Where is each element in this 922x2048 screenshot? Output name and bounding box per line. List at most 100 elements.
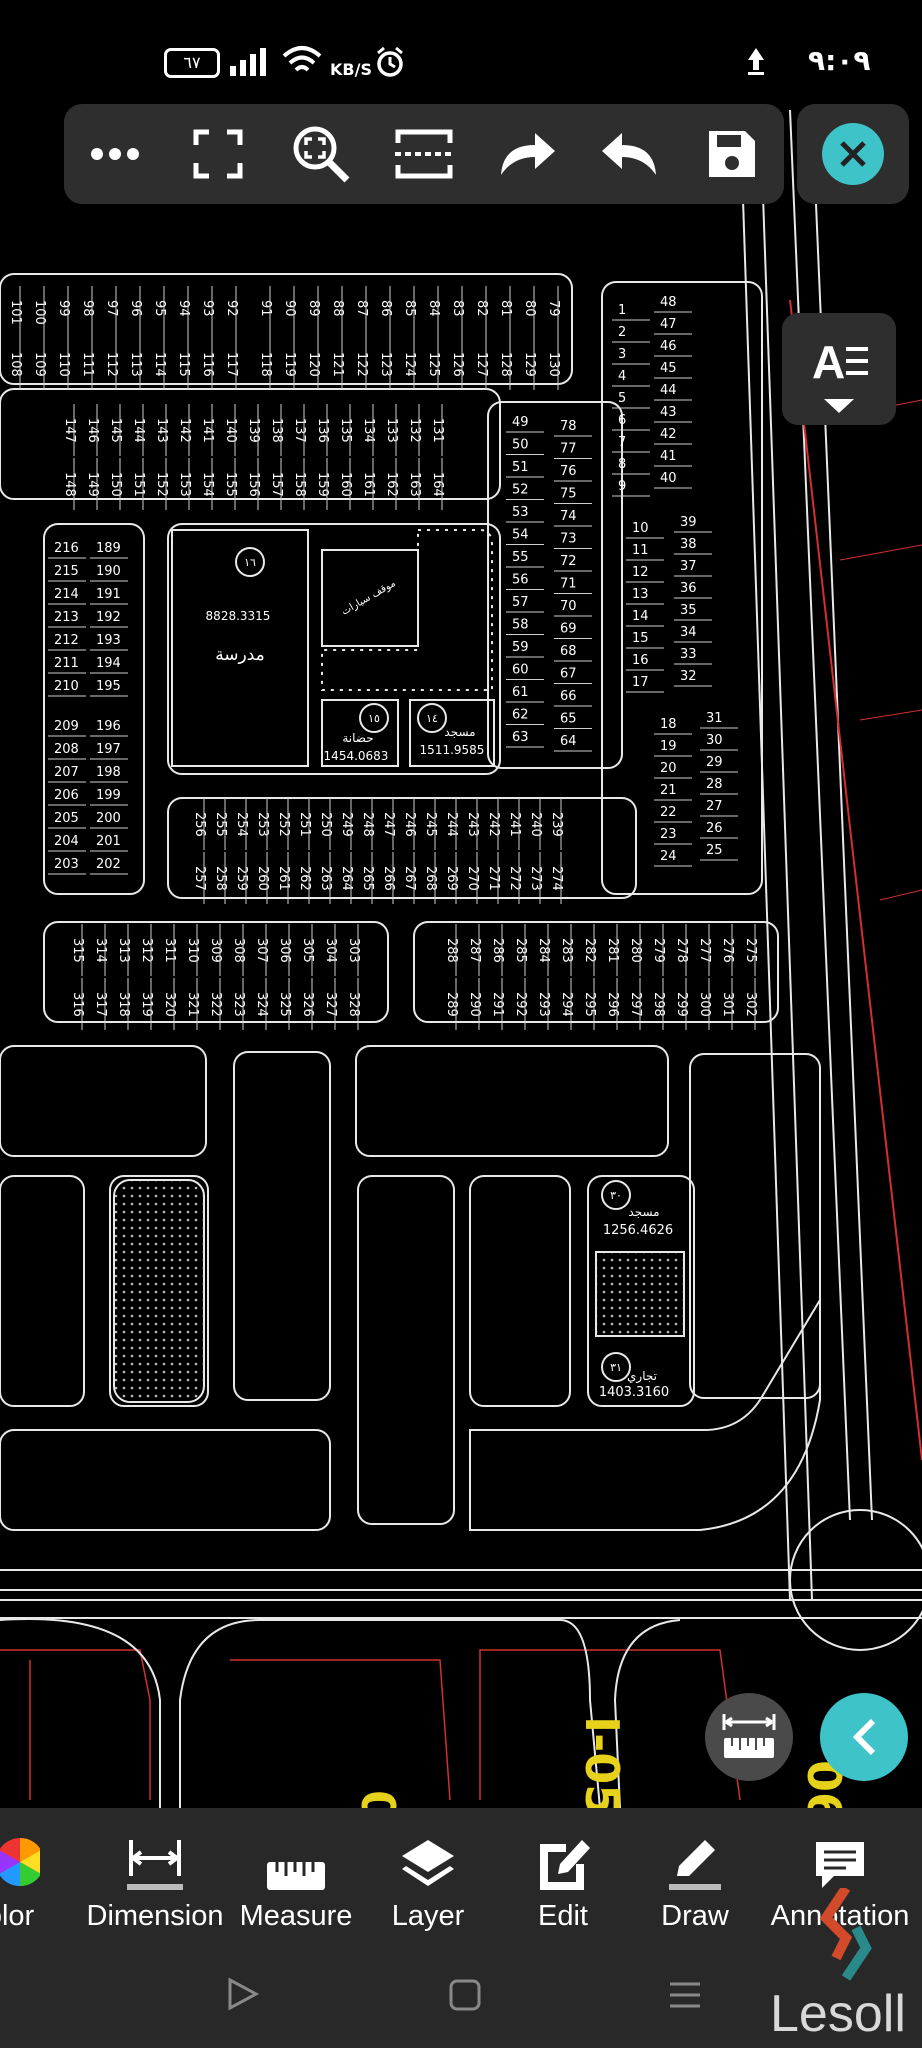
tool-color[interactable]: olor: [0, 1828, 60, 1938]
school-name: مدرسة: [215, 645, 265, 665]
lot-number: 115: [176, 352, 191, 377]
lot-number: 326: [300, 992, 315, 1017]
lot-number: 328: [346, 992, 361, 1017]
lot-number: 15: [632, 631, 649, 646]
lot-number: 14: [632, 609, 649, 624]
lot-number: 2: [618, 325, 626, 340]
lot-number: 253: [255, 812, 270, 837]
lot-number: 209: [54, 719, 79, 734]
lot-number: 74: [560, 509, 577, 524]
lot-number: 64: [560, 734, 577, 749]
tool-draw[interactable]: Draw: [645, 1828, 745, 1938]
lot-number: 148: [62, 472, 77, 497]
lot-number: 303: [346, 938, 361, 963]
fullscreen-button[interactable]: [178, 114, 258, 194]
lot-number: 126: [450, 352, 465, 377]
lot-number: 322: [208, 992, 223, 1017]
lot-number: 93: [200, 300, 215, 317]
text-style-panel[interactable]: A: [782, 313, 896, 425]
section-button[interactable]: [384, 114, 464, 194]
lot-number: 137: [292, 418, 307, 443]
lot-number: 149: [85, 472, 100, 497]
zoom-fit-button[interactable]: [281, 114, 361, 194]
lot-number: 162: [384, 472, 399, 497]
lot-number: 78: [560, 419, 577, 434]
lot-number: 248: [360, 812, 375, 837]
lot-number: 197: [96, 742, 121, 757]
lot-number: 241: [507, 812, 522, 837]
lot-number: 51: [512, 460, 529, 475]
lot-number: 316: [70, 992, 85, 1017]
commercial-name: تجاري: [627, 1369, 657, 1384]
lot-number: 35: [680, 603, 697, 618]
collapse-button[interactable]: [820, 1693, 908, 1781]
lot-number: 38: [680, 537, 697, 552]
lot-number: 66: [560, 689, 577, 704]
lot-number: 314: [93, 938, 108, 963]
nav-back-icon[interactable]: [226, 1976, 260, 2012]
lot-number: 211: [54, 656, 79, 671]
alarm-icon: [377, 46, 403, 77]
lot-number: 116: [200, 352, 215, 377]
tool-dimension[interactable]: Dimension: [80, 1828, 230, 1938]
more-button[interactable]: [75, 114, 155, 194]
pencil-icon: [669, 1840, 721, 1890]
mosque2-number: ٣٠: [610, 1189, 622, 1202]
lot-number: 113: [128, 352, 143, 377]
lot-number: 216: [54, 541, 79, 556]
lot-number: 16: [632, 653, 649, 668]
tool-measure[interactable]: Measure: [236, 1828, 356, 1938]
tool-edit-label: Edit: [538, 1900, 588, 1932]
lot-number: 53: [512, 505, 529, 520]
close-button[interactable]: [822, 123, 884, 185]
lot-number: 255: [213, 812, 228, 837]
lot-number: 65: [560, 712, 577, 727]
lot-number: 273: [528, 866, 543, 891]
tool-edit[interactable]: Edit: [513, 1828, 613, 1938]
lot-number: 292: [513, 992, 528, 1017]
lot-number: 70: [560, 599, 577, 614]
lot-number: 198: [96, 765, 121, 780]
lot-number: 215: [54, 564, 79, 579]
lot-number: 320: [162, 992, 177, 1017]
redo-button[interactable]: [487, 114, 567, 194]
clock: ٩:٠٩: [808, 44, 871, 77]
watermark-text: Lesoll: [770, 1985, 906, 2043]
lot-number: 297: [628, 992, 643, 1017]
lot-number: 312: [139, 938, 154, 963]
chevron-down-icon[interactable]: [822, 397, 856, 415]
lot-number: 117: [224, 352, 239, 377]
lot-number: 306: [277, 938, 292, 963]
lot-number: 270: [465, 866, 480, 891]
lot-number: 160: [338, 472, 353, 497]
cad-drawing-canvas[interactable]: ١٦ 8828.3315 مدرسة ١٥ حضانة 1454.0683 ١٤…: [0, 0, 922, 1808]
lot-number: 119: [282, 352, 297, 377]
lot-number: 4: [618, 369, 626, 384]
lot-number: 260: [255, 866, 270, 891]
lot-number: 264: [339, 866, 354, 891]
lot-number: 271: [486, 866, 501, 891]
tool-layer[interactable]: Layer: [378, 1828, 478, 1938]
lot-number: 59: [512, 640, 529, 655]
lot-number: 158: [292, 472, 307, 497]
save-button[interactable]: [692, 114, 772, 194]
lot-number: 317: [93, 992, 108, 1017]
lot-number: 19: [660, 739, 677, 754]
lot-number: 193: [96, 633, 121, 648]
nav-recents-icon[interactable]: [668, 1978, 702, 2012]
lot-number: 323: [231, 992, 246, 1017]
lot-number: 3: [618, 347, 626, 362]
lot-number: 101: [8, 300, 23, 325]
lot-number: 210: [54, 679, 79, 694]
nav-home-icon[interactable]: [448, 1978, 482, 2012]
lot-number: 245: [423, 812, 438, 837]
redo-icon: [500, 133, 555, 175]
lot-number: 250: [318, 812, 333, 837]
lot-number: 196: [96, 719, 121, 734]
lot-number: 81: [498, 300, 513, 317]
quick-measure-button[interactable]: [705, 1693, 793, 1781]
lot-number: 239: [549, 812, 564, 837]
lot-number: 269: [444, 866, 459, 891]
mosque1-name: مسجد: [444, 725, 475, 739]
undo-button[interactable]: [590, 114, 670, 194]
